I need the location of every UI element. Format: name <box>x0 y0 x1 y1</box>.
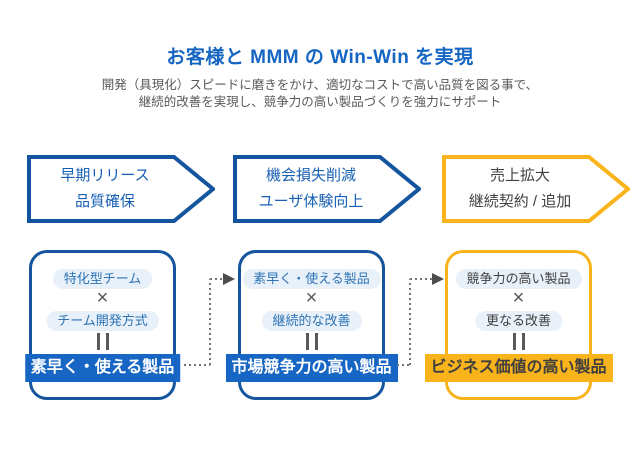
stage-label-line2: ユーザ体験向上 <box>258 193 364 210</box>
multiply-operator: × <box>512 287 525 309</box>
stage-label-line2: 品質確保 <box>74 193 135 210</box>
chevron-arrow-icon <box>233 155 421 223</box>
stage-chevron-opportunity: 機会損失削減 ユーザ体験向上 <box>233 155 421 223</box>
factor-pill: 素早く・使える製品 <box>242 269 381 289</box>
chevron-arrow-icon <box>27 155 215 223</box>
chevron-arrow-icon <box>442 155 630 223</box>
stage-label-line1: 売上拡大 <box>489 167 550 184</box>
equals-icon <box>512 333 525 350</box>
factor-pill: 特化型チーム <box>52 269 153 289</box>
factor-pill: 更なる改善 <box>474 311 563 331</box>
factor-pill: 継続的な改善 <box>261 311 362 331</box>
equals-icon <box>305 333 318 350</box>
factor-pill: 競争力の高い製品 <box>455 269 582 289</box>
stage-chevron-sales-growth: 売上拡大 継続契約 / 追加 <box>442 155 630 223</box>
formula-box-fast-product: 特化型チーム × チーム開発方式 素早く・使える製品 <box>24 250 181 400</box>
result-banner: 市場競争力の高い製品 <box>225 354 398 382</box>
flow-connector-arrow-1 <box>184 273 235 366</box>
result-banner: ビジネス価値の高い製品 <box>424 354 613 382</box>
formula-box-market-competitive: 素早く・使える製品 × 継続的な改善 市場競争力の高い製品 <box>225 250 398 400</box>
page-title: お客様と MMM の Win-Win を実現 <box>166 47 474 68</box>
multiply-operator: × <box>305 287 318 309</box>
stage-chevron-label: 早期リリース 品質確保 <box>27 163 183 215</box>
stage-label-line2: 継続契約 / 追加 <box>468 193 572 210</box>
stage-label-line1: 機会損失削減 <box>265 167 356 184</box>
stage-chevron-label: 売上拡大 継続契約 / 追加 <box>442 163 598 215</box>
subtitle: 開発（具現化）スピードに磨きをかけ、適切なコストで高い品質を図る事で、 継続的改… <box>0 77 640 111</box>
result-banner: 素早く・使える製品 <box>24 354 181 382</box>
equals-icon <box>96 333 109 350</box>
stage-chevron-label: 機会損失削減 ユーザ体験向上 <box>233 163 389 215</box>
stage-label-line1: 早期リリース <box>60 167 150 184</box>
stage-chevron-early-release: 早期リリース 品質確保 <box>27 155 215 223</box>
subtitle-line1: 開発（具現化）スピードに磨きをかけ、適切なコストで高い品質を図る事で、 <box>101 78 539 92</box>
flow-connector-arrow-2 <box>397 273 444 366</box>
formula-box-business-value: 競争力の高い製品 × 更なる改善 ビジネス価値の高い製品 <box>424 250 613 400</box>
subtitle-line2: 継続的改善を実現し、競争力の高い製品づくりを強力にサポート <box>138 95 502 109</box>
factor-pill: チーム開発方式 <box>46 311 159 331</box>
multiply-operator: × <box>96 287 109 309</box>
